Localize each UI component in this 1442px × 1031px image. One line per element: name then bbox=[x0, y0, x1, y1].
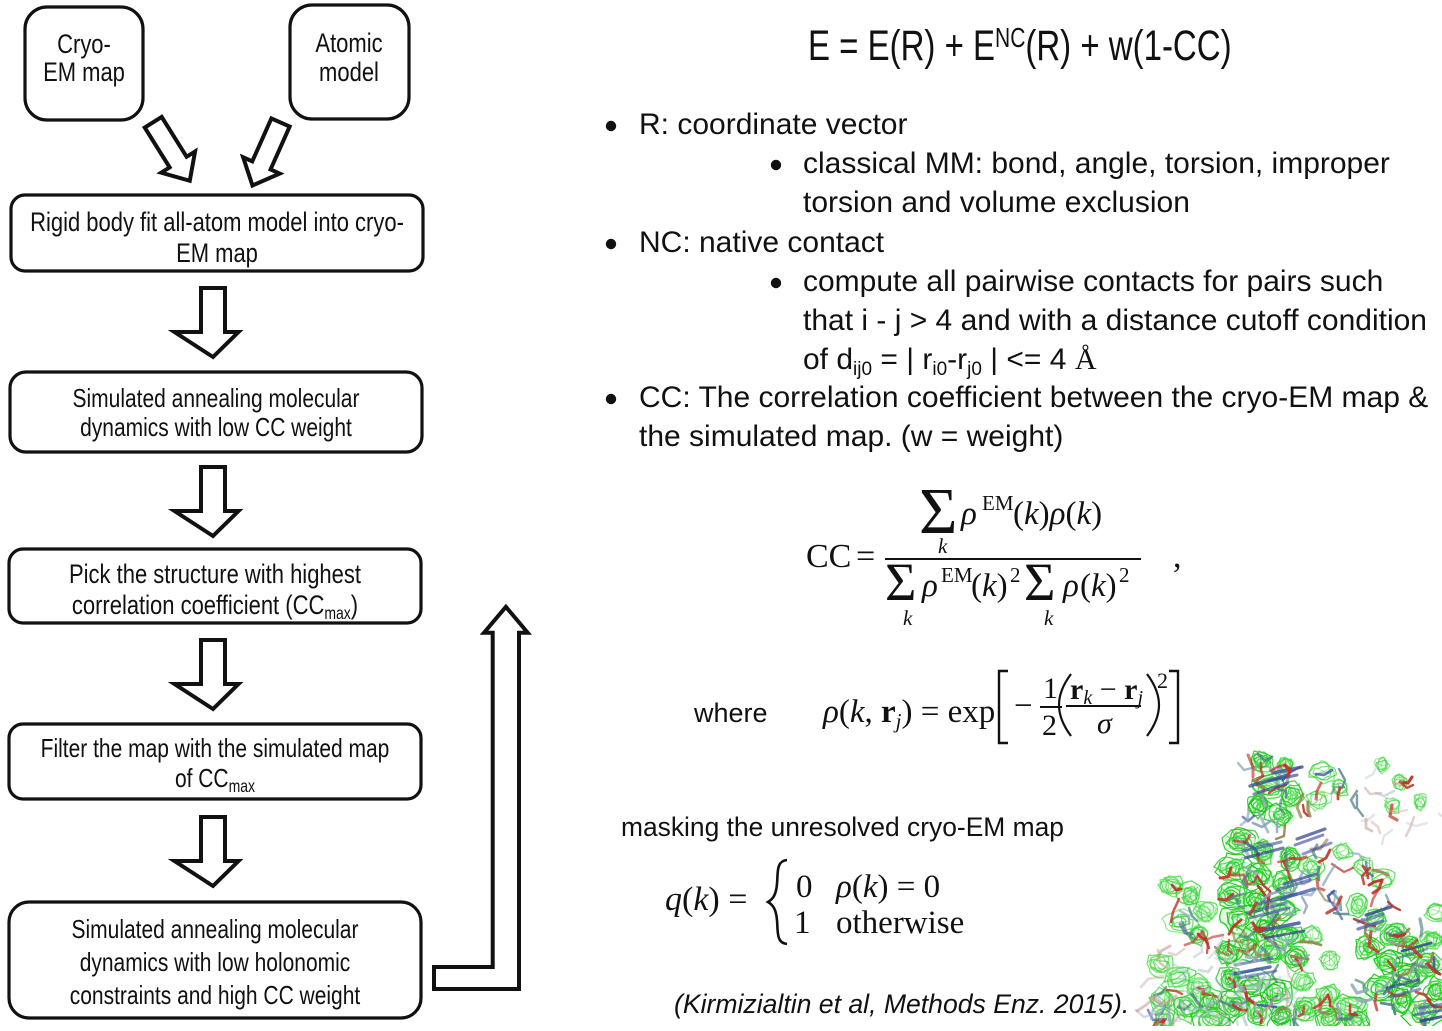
svg-text:R: coordinate vector: R: coordinate vector bbox=[639, 108, 907, 141]
svg-text:1: 1 bbox=[794, 905, 811, 941]
svg-text:ρ(k) = 0: ρ(k) = 0 bbox=[835, 869, 940, 905]
svg-text:ρ: ρ bbox=[960, 496, 977, 532]
svg-text:1: 1 bbox=[1043, 672, 1058, 705]
svg-text:(k)ρ(k): (k)ρ(k) bbox=[1013, 496, 1102, 532]
svg-text:−: − bbox=[1014, 688, 1033, 724]
svg-text:Atomic: Atomic bbox=[315, 29, 382, 59]
svg-text:(k): (k) bbox=[1080, 568, 1117, 604]
svg-text:Σ: Σ bbox=[885, 552, 916, 612]
svg-text:Filter the map with the simula: Filter the map with the simulated map bbox=[41, 734, 390, 762]
svg-text:=: = bbox=[856, 538, 875, 575]
svg-text:Σ: Σ bbox=[919, 475, 957, 548]
svg-text:ρ: ρ bbox=[921, 568, 938, 604]
svg-text:Simulated annealing molecular: Simulated annealing molecular bbox=[73, 384, 360, 412]
svg-text:Cryo-: Cryo- bbox=[57, 30, 111, 60]
svg-text:correlation coefficient (CCmax: correlation coefficient (CCmax) bbox=[72, 591, 358, 623]
svg-text:(k): (k) bbox=[971, 568, 1008, 604]
svg-text:k: k bbox=[903, 606, 913, 630]
svg-text:compute all pairwise contacts: compute all pairwise contacts for pairs … bbox=[803, 265, 1383, 298]
svg-text:σ: σ bbox=[1097, 707, 1113, 740]
svg-text:2: 2 bbox=[1157, 668, 1168, 693]
svg-text:Pick the structure with highes: Pick the structure with highest bbox=[69, 560, 361, 590]
svg-text:constraints and high CC weight: constraints and high CC weight bbox=[70, 981, 361, 1009]
svg-text:Σ: Σ bbox=[1024, 552, 1055, 612]
svg-text:0: 0 bbox=[796, 869, 813, 905]
svg-text:k: k bbox=[938, 534, 948, 558]
svg-text:(Kirmizialtin et al, Methods E: (Kirmizialtin et al, Methods Enz. 2015). bbox=[674, 989, 1129, 1019]
svg-text:Simulated annealing molecular: Simulated annealing molecular bbox=[72, 915, 359, 943]
svg-text:dynamics with low holonomic: dynamics with low holonomic bbox=[80, 948, 351, 976]
svg-text:CC: CC bbox=[806, 538, 851, 575]
svg-text:,: , bbox=[1173, 538, 1182, 575]
svg-text:CC: The correlation coefficien: CC: The correlation coefficient between … bbox=[639, 381, 1428, 414]
svg-text:otherwise: otherwise bbox=[836, 905, 964, 941]
svg-text:2: 2 bbox=[1119, 563, 1130, 587]
svg-text:EM: EM bbox=[941, 563, 973, 587]
svg-text:that i - j > 4 and with a dist: that i - j > 4 and with a distance cutof… bbox=[803, 304, 1427, 337]
svg-text:dynamics with low CC weight: dynamics with low CC weight bbox=[80, 413, 352, 441]
svg-text:of dij0 = | ri0-rj0 | <= 4 Å: of dij0 = | ri0-rj0 | <= 4 Å bbox=[803, 343, 1097, 380]
svg-text:2: 2 bbox=[1042, 709, 1057, 742]
svg-text:q(k) =: q(k) = bbox=[665, 881, 747, 918]
svg-text:EM map: EM map bbox=[43, 58, 125, 88]
svg-text:EM: EM bbox=[982, 491, 1014, 515]
svg-text:Rigid body fit all-atom model: Rigid body fit all-atom model into cryo- bbox=[30, 208, 404, 238]
svg-text:NC: native contact: NC: native contact bbox=[639, 226, 885, 259]
svg-text:masking the unresolved cryo-EM: masking the unresolved cryo-EM map bbox=[621, 812, 1064, 842]
svg-text:k: k bbox=[1044, 606, 1054, 630]
svg-text:ρ(k, rj) = exp: ρ(k, rj) = exp bbox=[822, 694, 995, 733]
svg-text:rk − rj: rk − rj bbox=[1070, 673, 1143, 709]
svg-text:classical MM: bond, angle, tor: classical MM: bond, angle, torsion, impr… bbox=[803, 147, 1390, 180]
svg-text:ρ: ρ bbox=[1062, 568, 1079, 604]
svg-text:torsion and volume exclusion: torsion and volume exclusion bbox=[803, 186, 1190, 219]
svg-text:model: model bbox=[319, 58, 379, 88]
svg-text:2: 2 bbox=[1010, 563, 1021, 587]
svg-text:the simulated map. (w = weight: the simulated map. (w = weight) bbox=[639, 420, 1063, 453]
svg-text:EM map: EM map bbox=[176, 239, 258, 269]
svg-text:where: where bbox=[693, 698, 768, 728]
